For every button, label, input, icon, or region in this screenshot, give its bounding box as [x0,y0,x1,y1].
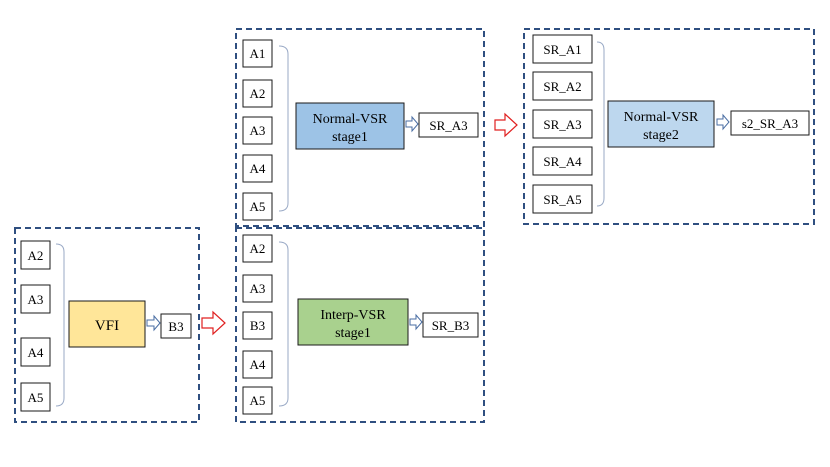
vfi-input-frame [20,382,51,412]
vfi-input-label: A5 [28,390,44,405]
normal-stage2-input-label: SR_A1 [543,42,581,57]
normal-stage1-input-brace [278,45,289,212]
normal-stage2-output-label: s2_SR_A3 [742,116,798,131]
vfi-input-frame [20,337,51,367]
interp-stage1-input-label: A4 [250,357,266,372]
normal-stage1-input-label: A1 [250,46,266,61]
normal-stage1-input-frame [242,154,273,183]
interp-stage1-input-label: A3 [250,281,266,296]
interp-stage1-processor-title: Interp-VSR [320,308,386,323]
normal-stage2-input-brace [596,41,605,207]
interp-stage1-input-label: B3 [250,318,265,333]
normal-stage2-input-label: SR_A2 [543,79,581,94]
normal-stage1-input-frame [242,116,273,145]
normal-stage1-input-label: A3 [250,123,266,138]
normal-stage2-block-border [523,28,815,225]
interp-stage1-input-label: A5 [250,393,266,408]
transition-arrow [494,112,518,138]
normal-stage1-input-frame [242,192,273,221]
interp-stage1-processor-subtitle: stage1 [335,326,371,341]
normal-stage2-input-label: SR_A4 [543,154,582,169]
interp-stage1-block-border [235,227,485,423]
normal-stage2-input-label: SR_A3 [543,117,581,132]
vfi-processor-label: VFI [95,318,119,334]
normal-stage1-output-label: SR_A3 [429,118,467,133]
normal-stage2-input-label: SR_A5 [543,192,581,207]
interp-stage1-input-frame [242,350,273,379]
interp-stage1-output-arrow [409,313,423,331]
interp-stage1-input-frame [242,234,273,263]
vfi-input-label: A3 [28,292,44,307]
vfi-output-frame [160,313,192,339]
normal-stage2-processor [607,100,715,148]
normal-stage1-input-label: A2 [250,86,266,101]
normal-stage2-processor-subtitle: stage2 [643,128,679,143]
interp-stage1-input-label: A2 [250,241,266,256]
vfi-block-border [14,227,200,423]
vfi-processor [68,300,146,348]
normal-stage2-input-frames: SR_A1 SR_A2 SR_A3 SR_A4 SR_A5 [532,34,593,214]
normal-stage2-input-frame [532,71,593,101]
vfi-input-brace [55,243,65,407]
interp-stage1-input-frame [242,274,273,303]
normal-stage1-processor-title: Normal-VSR [313,112,388,127]
normal-stage1-output-frame [418,112,479,138]
normal-stage2-output-frame [730,110,810,136]
normal-stage1-input-label: A4 [250,161,266,176]
vfi-input-frame [20,240,51,270]
normal-stage1-input-label: A5 [250,199,266,214]
interp-stage1-input-frames: A2 A3 B3 A4 A5 [242,234,273,415]
normal-stage2-input-frame [532,34,593,64]
normal-stage1-input-frame [242,79,273,108]
vfi-output-label: B3 [168,319,183,334]
interp-stage1-processor [297,298,409,346]
normal-stage2-output-arrow [716,113,730,131]
normal-stage2-processor-title: Normal-VSR [624,110,699,125]
normal-stage1-processor-subtitle: stage1 [332,130,368,145]
normal-stage1-input-frame [242,39,273,68]
vfi-output-arrow [146,314,161,332]
transition-arrow [201,310,226,336]
normal-stage2-input-frame [532,184,593,214]
interp-stage1-input-frame [242,311,273,340]
vfi-input-label: A4 [28,345,44,360]
normal-stage2-input-frame [532,109,593,139]
interp-stage1-output-frame [422,312,479,338]
vfi-input-frames: A2 A3 A4 A5 [20,240,51,412]
interp-stage1-output-label: SR_B3 [432,318,470,333]
normal-stage1-processor [295,102,405,150]
interp-stage1-input-frame [242,386,273,415]
interp-stage1-input-brace [278,241,289,407]
vfi-input-frame [20,284,51,314]
vfi-input-label: A2 [28,248,44,263]
normal-stage2-input-frame [532,146,593,176]
normal-stage1-block-border [235,28,485,227]
normal-stage1-output-arrow [405,115,419,133]
normal-stage1-input-frames: A1 A2 A3 A4 A5 [242,39,273,221]
